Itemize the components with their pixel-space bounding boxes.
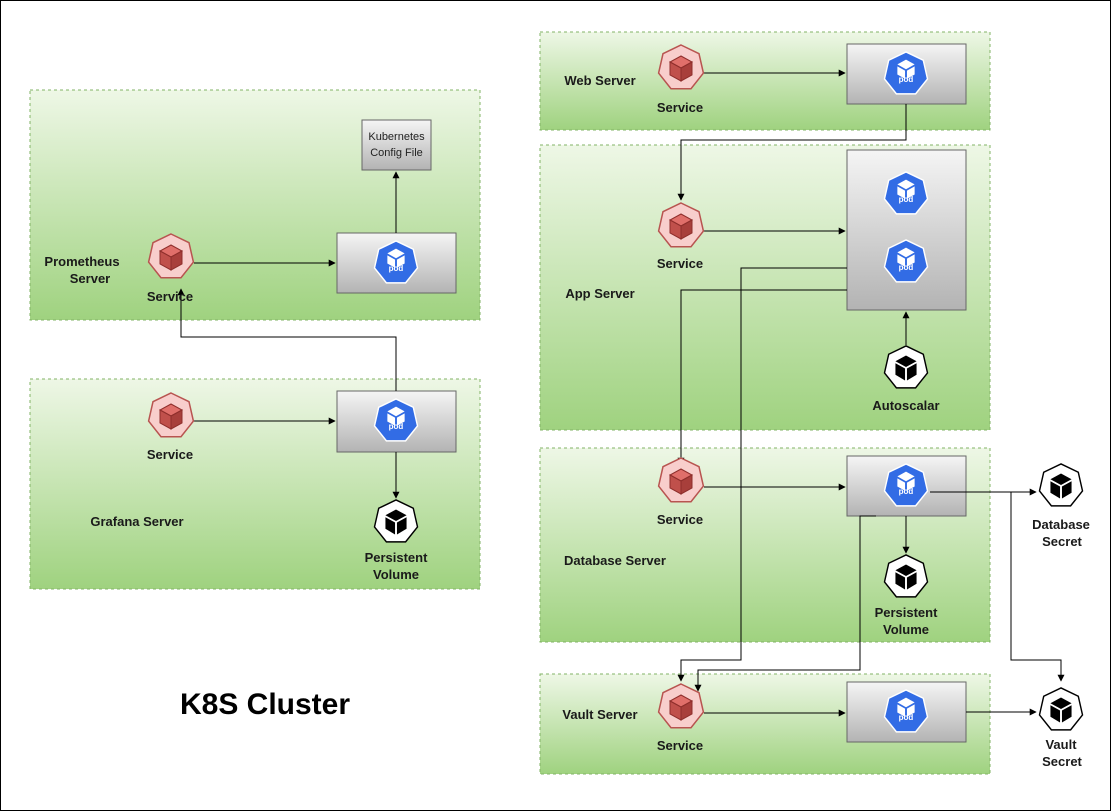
app-server-label: App Server [565, 286, 634, 301]
app-service-label: Service [657, 256, 703, 271]
vault-secret-label-line2: Secret [1042, 754, 1082, 769]
database-server-label: Database Server [564, 553, 666, 568]
pod-label: pod [389, 422, 404, 431]
prometheus-server-label-line1: Prometheus [44, 254, 119, 269]
cluster-title: K8S Cluster [180, 688, 350, 721]
edge-web-pod-to-app-service [677, 104, 907, 201]
pod-label: pod [899, 487, 914, 496]
edge-database-pod-to-vault-secret [1010, 492, 1065, 682]
connections [177, 69, 1065, 717]
config-file-label-line1: Kubernetes [368, 131, 425, 143]
edge-grafana-pod-to-prometheus-service [177, 288, 397, 391]
database-service-label: Service [657, 512, 703, 527]
config-file-label-line2: Config File [370, 147, 423, 159]
prometheus-service-label: Service [147, 289, 193, 304]
web-service-label: Service [657, 100, 703, 115]
pod-label: pod [899, 75, 914, 84]
web-server-label: Web Server [564, 73, 635, 88]
grafana-persistent-volume-label-line1: Persistent [365, 550, 429, 565]
grafana-persistent-volume-label-line2: Volume [373, 567, 419, 582]
vault-secret-label-line1: Vault [1045, 737, 1077, 752]
database-secret-label-line1: Database [1032, 517, 1090, 532]
vault-server-label: Vault Server [562, 707, 637, 722]
grafana-service-label: Service [147, 447, 193, 462]
database-secret-label-line2: Secret [1042, 534, 1082, 549]
grafana-server-label: Grafana Server [90, 514, 183, 529]
edge-app-pod-to-vault-service [677, 267, 847, 682]
pod-label: pod [899, 263, 914, 272]
kubernetes-config-file-box[interactable] [361, 119, 432, 171]
edge-database-pod-to-vault-service [694, 515, 876, 692]
prometheus-server-label-line2: Server [70, 271, 110, 286]
database-persistent-volume-label-line1: Persistent [875, 605, 939, 620]
grafana-server-group [29, 378, 481, 590]
database-persistent-volume-label-line2: Volume [883, 622, 929, 637]
pod-label: pod [899, 195, 914, 204]
edge-app-pod-to-database-service [677, 289, 847, 465]
pod-label: pod [899, 713, 914, 722]
autoscalar-label: Autoscalar [872, 398, 939, 413]
pod-label: pod [389, 264, 404, 273]
vault-service-label: Service [657, 738, 703, 753]
